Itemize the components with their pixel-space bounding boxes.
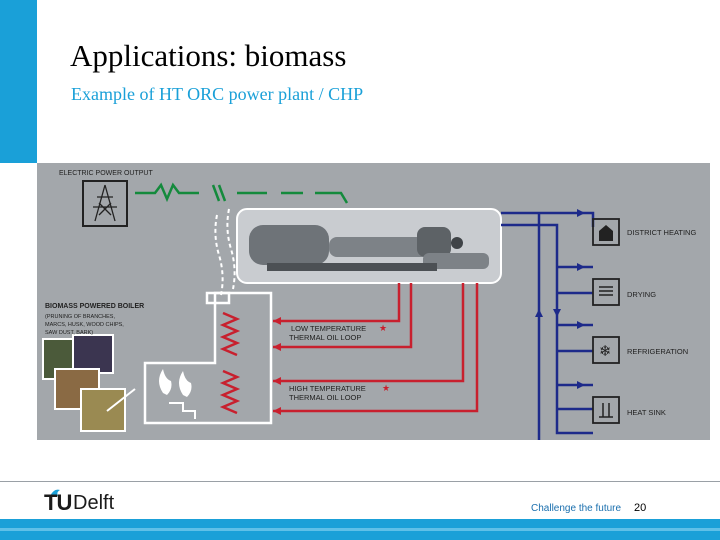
high-temp-star-icon: ★ [382, 383, 390, 393]
high-temp-loop [273, 283, 479, 413]
low-loop-arrows [273, 317, 281, 351]
low-temp-label-1: LOW TEMPERATURE [291, 324, 366, 333]
slide-subtitle: Example of HT ORC power plant / CHP [71, 84, 364, 104]
boiler-note-1: (PRUNING OF BRANCHES, [45, 314, 115, 320]
boiler-label: BIOMASS POWERED BOILER [45, 303, 144, 310]
high-temp-label-2: THERMAL OIL LOOP [289, 393, 361, 402]
coil-low [219, 311, 241, 357]
logo-tu: TU [44, 490, 72, 515]
flame-icon [159, 369, 192, 397]
high-temp-label-1: HIGH TEMPERATURE [289, 384, 366, 393]
refrigeration-label: REFRIGERATION [627, 347, 688, 356]
heat-network [501, 211, 595, 440]
bottom-band [0, 519, 720, 540]
boiler-note-2: MARCS, HUSK, WOOD CHIPS, [45, 322, 124, 328]
footer-divider [0, 481, 720, 482]
flame-icon [50, 489, 60, 496]
district-heating-label: DISTRICT HEATING [627, 228, 696, 237]
boiler-building [143, 291, 273, 425]
biomass-tiles [42, 334, 136, 432]
drying-label: DRYING [627, 290, 656, 299]
pylon-icon [82, 180, 128, 227]
power-line [135, 182, 349, 204]
boiler-note-3: SAW DUST, BARK) [45, 330, 93, 336]
diagram-canvas: ELECTRIC POWER OUTPUT [42, 170, 696, 440]
grate-steps [169, 402, 196, 419]
heat-sink-label: HEAT SINK [627, 408, 666, 417]
low-temp-loop [273, 283, 413, 349]
slide-title: Applications: biomass [70, 38, 347, 73]
svg-text:❄: ❄ [599, 342, 612, 360]
orc-plant-diagram: ELECTRIC POWER OUTPUT [37, 163, 710, 440]
flow-arrows [535, 209, 585, 389]
exhaust-plume [214, 208, 236, 296]
high-loop-arrows [273, 377, 281, 415]
orc-module [236, 208, 502, 284]
tagline: Challenge the future [531, 503, 622, 514]
heat-user-icons: ❄ [592, 218, 620, 424]
logo-delft: Delft [73, 492, 115, 514]
accent-bar [0, 0, 37, 163]
electric-power-label: ELECTRIC POWER OUTPUT [59, 170, 153, 177]
low-temp-label-2: THERMAL OIL LOOP [289, 333, 361, 342]
low-temp-star-icon: ★ [379, 323, 387, 333]
tu-delft-logo: TU Delft [44, 488, 134, 518]
page-number: 20 [634, 502, 647, 514]
coil-high [219, 369, 241, 415]
bottom-stripe [0, 528, 720, 531]
